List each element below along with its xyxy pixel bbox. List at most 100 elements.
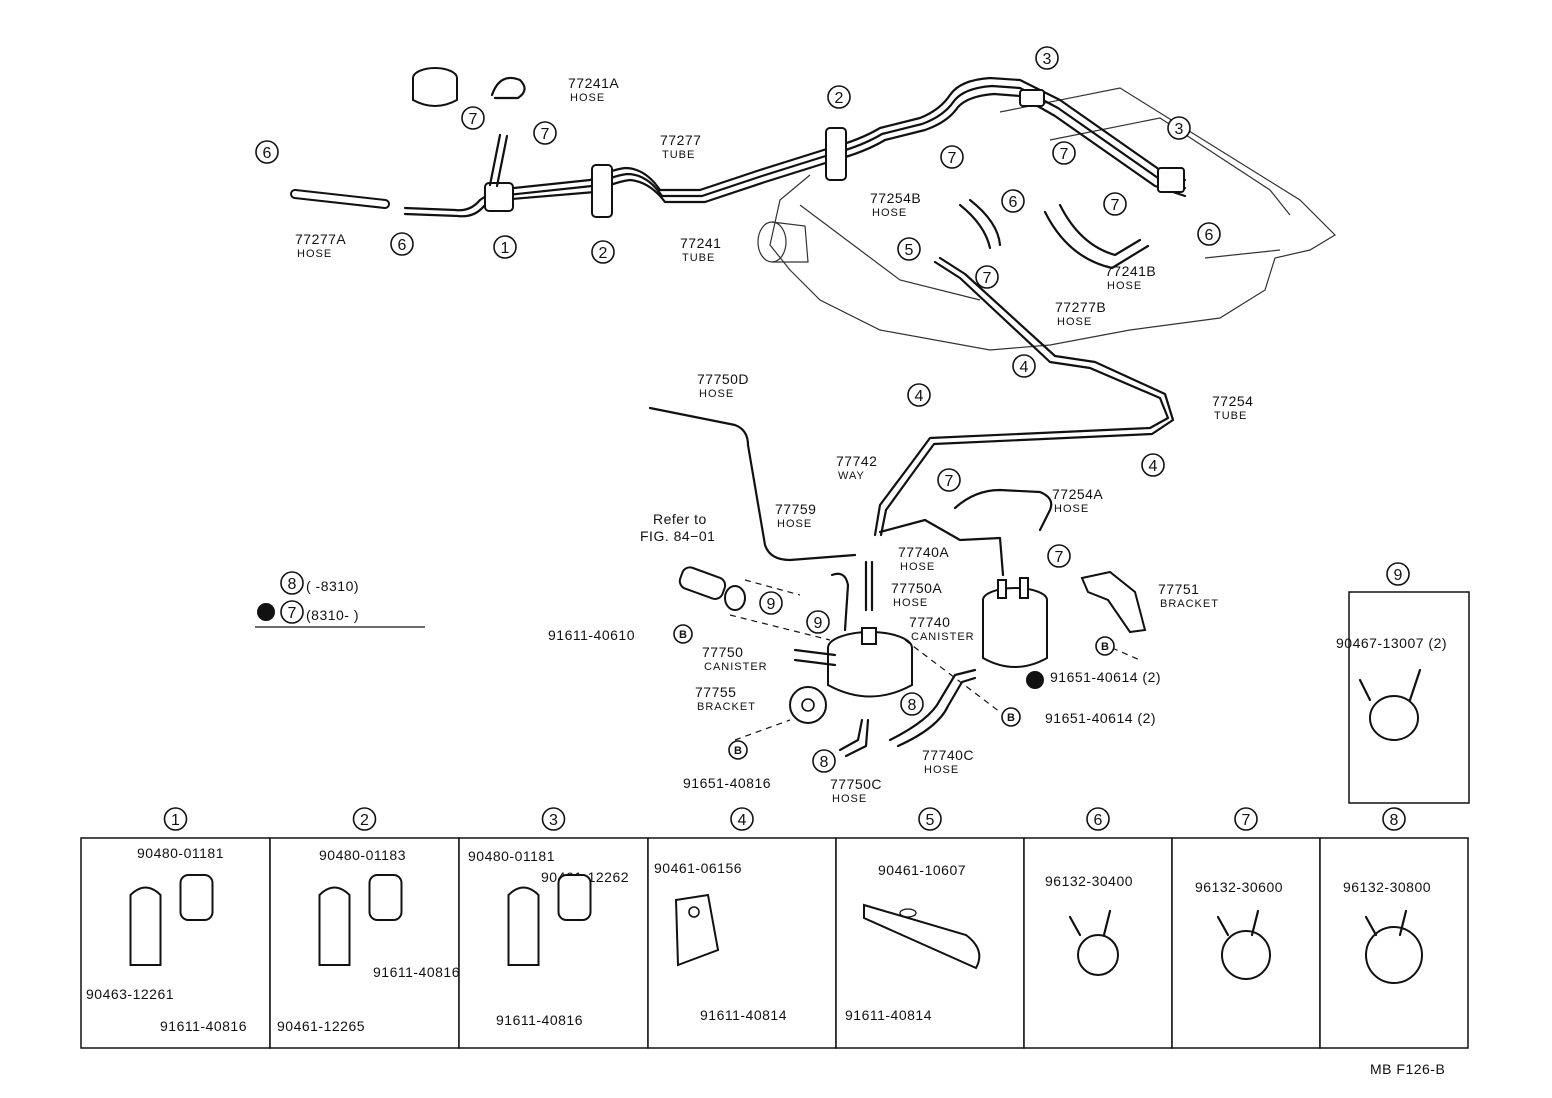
part-type: HOSE	[777, 518, 812, 530]
bolt-mark-4: B	[1101, 641, 1109, 653]
svg-text:9: 9	[814, 615, 823, 632]
part-number: 77241B	[1105, 263, 1156, 279]
bracket-77751	[1080, 570, 1147, 634]
callout-8: 8	[812, 749, 836, 773]
detail-panel-4: 4 90461-06156 91611-40814	[647, 807, 837, 1049]
bolt-mark-1: B	[679, 629, 687, 641]
part-type: HOSE	[699, 388, 734, 400]
part-number: 77751	[1158, 581, 1199, 597]
callout-9: 9	[806, 610, 830, 634]
svg-text:7: 7	[983, 270, 992, 287]
part-type: HOSE	[1054, 503, 1089, 515]
panel-part-number: 90461-10607	[878, 862, 966, 878]
fuel-tank-outline	[757, 87, 1336, 351]
part-number: 77277B	[1055, 299, 1106, 315]
part-type: HOSE	[900, 561, 935, 573]
panel-part-number: 91611-40816	[496, 1012, 583, 1028]
panel-part-number: 90480-01181	[137, 845, 224, 861]
part-type: BRACKET	[697, 701, 756, 713]
svg-text:7: 7	[1111, 197, 1120, 214]
detail-panel-6: 6 96132-30400	[1023, 807, 1173, 1049]
svg-text:6: 6	[263, 145, 272, 162]
part-number: 77254B	[870, 190, 921, 206]
callout-9: 9	[759, 591, 783, 615]
panel-part-number: 96132-30400	[1045, 873, 1133, 889]
svg-text:4: 4	[915, 388, 924, 405]
callout-1: 1	[493, 235, 517, 259]
legend: 8 ( -8310) 7 (8310- )	[255, 571, 425, 628]
panel-part-number: 91611-40814	[700, 1007, 787, 1023]
part-type: CANISTER	[911, 631, 975, 643]
svg-text:5: 5	[905, 242, 914, 259]
panel-part-number: 91611-40814	[845, 1007, 932, 1023]
panel-part-sketch	[129, 874, 214, 966]
part-number: 77759	[775, 501, 816, 517]
part-type: HOSE	[297, 248, 332, 260]
part-number: 77277A	[295, 231, 346, 247]
detail-9-num: 9	[1394, 567, 1403, 584]
callout-4: 4	[1012, 354, 1036, 378]
vsv-valve	[678, 566, 746, 611]
panel-number: 1	[171, 812, 180, 829]
part-number: 77750	[702, 644, 743, 660]
panel-part-number: 90461-06156	[654, 860, 742, 876]
svg-text:7: 7	[945, 473, 954, 490]
clamp-2-b	[825, 127, 847, 181]
part-type: CANISTER	[704, 661, 768, 673]
panel-number: 8	[1390, 812, 1399, 829]
part-type: HOSE	[872, 207, 907, 219]
part-type: TUBE	[662, 149, 695, 161]
part-number: 77750A	[891, 580, 942, 596]
svg-text:4: 4	[1149, 458, 1158, 475]
callout-8: 8	[900, 692, 924, 716]
part-number: 77254	[1212, 393, 1253, 409]
part-number: 77254A	[1052, 486, 1103, 502]
callout-6: 6	[390, 232, 414, 256]
panel-part-sketch	[674, 893, 720, 967]
part-number: 77740A	[898, 544, 949, 560]
panel-number: 6	[1094, 812, 1103, 829]
part-type: HOSE	[832, 793, 867, 805]
clamp-1-left	[484, 182, 514, 212]
bolt-label-1: 91611-40610	[548, 627, 635, 643]
lower-hoses	[729, 560, 1141, 758]
clamp-2-a	[591, 164, 613, 218]
canister-77740	[982, 577, 1048, 668]
part-type: HOSE	[893, 597, 928, 609]
panel-part-number: 91611-40816	[373, 964, 460, 980]
panel-number: 2	[360, 812, 369, 829]
part-number: 77740	[909, 614, 950, 630]
bolt-callouts: 91611-40610 B 91651-40614 (2) B 91651-40…	[548, 624, 1161, 791]
panel-part-sketch	[318, 874, 403, 966]
callout-2: 2	[827, 85, 851, 109]
panel-part-sketch	[1216, 909, 1271, 980]
panel-number: 7	[1242, 812, 1251, 829]
panel-part-number: 96132-30600	[1195, 879, 1283, 895]
panel-number: 4	[738, 812, 747, 829]
part-type: WAY	[838, 470, 865, 482]
legend-row1-num: 8	[288, 576, 297, 593]
callout-7: 7	[533, 121, 557, 145]
panel-part-sketch	[507, 874, 592, 966]
callout-6: 6	[255, 140, 279, 164]
callout-7: 7	[975, 265, 999, 289]
part-type: HOSE	[924, 764, 959, 776]
part-number: 77750C	[830, 776, 882, 792]
